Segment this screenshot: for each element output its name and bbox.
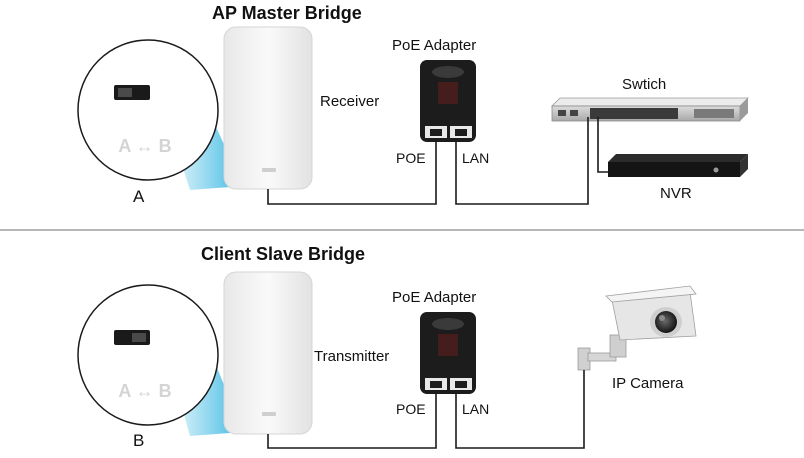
poe-port-label: POE bbox=[396, 150, 426, 166]
dip-switch-zoom: A ↔ B bbox=[77, 39, 219, 181]
lan-port-label: LAN bbox=[462, 150, 489, 166]
network-switch-icon bbox=[551, 97, 749, 122]
ip-camera-label: IP Camera bbox=[612, 375, 684, 392]
poe-port-label: POE bbox=[396, 401, 426, 417]
switch-label: Swtich bbox=[622, 76, 666, 93]
poe-adapter-icon bbox=[420, 60, 476, 142]
switch-letter: A bbox=[133, 187, 145, 206]
lan-wire bbox=[455, 117, 589, 205]
poe-wire bbox=[267, 390, 437, 449]
switch-letter: B bbox=[133, 431, 144, 450]
bridge-device-icon bbox=[223, 26, 313, 190]
section-title: Client Slave Bridge bbox=[201, 244, 365, 264]
dip-switch-zoom: A ↔ B bbox=[77, 284, 219, 426]
bridge-role-label: Transmitter bbox=[314, 348, 389, 365]
dip-switch-text: A ↔ B bbox=[118, 381, 171, 401]
nvr-wire bbox=[597, 117, 608, 173]
poe-wire bbox=[267, 138, 437, 205]
ip-camera-icon bbox=[577, 285, 697, 371]
nvr-label: NVR bbox=[660, 185, 692, 202]
ap-master-section: AP Master Bridge A ↔ B A Receiver PoE Ad… bbox=[77, 3, 749, 206]
client-slave-section: Client Slave Bridge A ↔ B B Transmitter … bbox=[77, 244, 697, 450]
dip-switch-text: A ↔ B bbox=[118, 136, 171, 156]
lan-wire bbox=[455, 370, 585, 449]
bridge-role-label: Receiver bbox=[320, 93, 379, 110]
poe-adapter-label: PoE Adapter bbox=[392, 37, 476, 54]
poe-adapter-icon bbox=[420, 312, 476, 394]
section-title: AP Master Bridge bbox=[212, 3, 362, 23]
lan-port-label: LAN bbox=[462, 401, 489, 417]
poe-adapter-label: PoE Adapter bbox=[392, 289, 476, 306]
bridge-device-icon bbox=[223, 271, 313, 435]
nvr-device-icon bbox=[608, 154, 748, 177]
